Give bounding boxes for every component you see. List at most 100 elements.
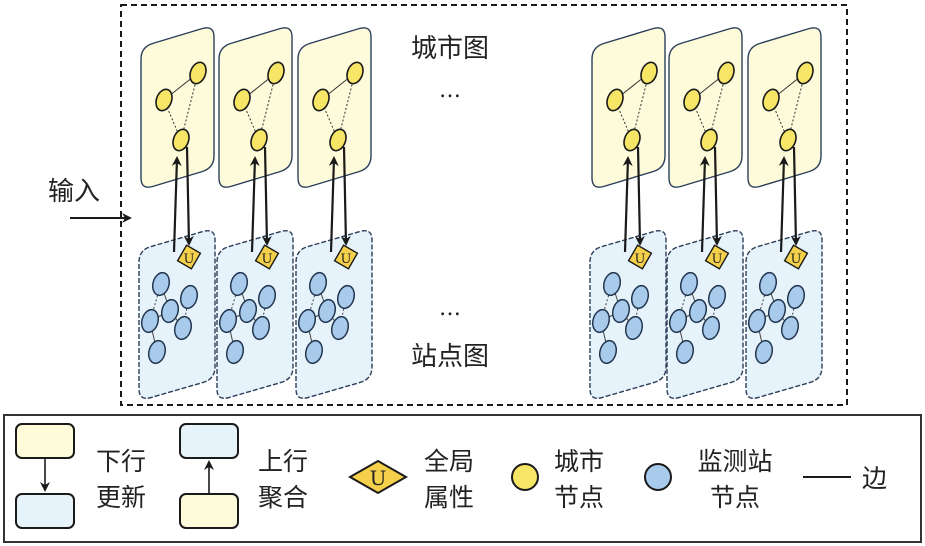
station-node: [598, 339, 618, 365]
legend-city-node-line2: 节点: [554, 483, 604, 512]
city-node: [189, 61, 207, 85]
up-aggregate-arrow: [778, 156, 789, 253]
global-attribute-node: [254, 244, 280, 270]
station-node: [747, 308, 767, 334]
down-update-arrow: [711, 146, 722, 246]
station-node: [308, 271, 328, 297]
station-node: [780, 315, 800, 341]
legend-station-panel-swatch: [15, 493, 75, 529]
station-node: [297, 308, 317, 334]
global-attribute-symbol: U: [791, 252, 802, 267]
station-node: [317, 298, 337, 324]
global-attribute-symbol: U: [635, 252, 646, 267]
graph-column: U: [589, 27, 667, 399]
global-attribute-symbol: U: [262, 252, 273, 267]
station-node: [758, 271, 778, 297]
station-graph-title: 站点图: [411, 342, 489, 372]
city-node-icon: [511, 463, 539, 491]
station-node-icon: [644, 463, 672, 491]
city-node: [796, 61, 814, 85]
down-update-arrow: [634, 146, 645, 246]
station-node: [151, 271, 171, 297]
station-node: [229, 271, 249, 297]
legend-down-update-line1: 下行: [96, 447, 146, 476]
city-node: [762, 88, 780, 112]
city-node: [329, 128, 347, 152]
station-node: [218, 308, 238, 334]
station-ellipsis: …: [439, 296, 461, 321]
city-ellipsis: …: [439, 78, 461, 103]
legend-station-node: 监测站 节点: [644, 447, 773, 512]
down-update-arrow: [340, 146, 351, 246]
legend-global-attribute: U 全局 属性: [347, 447, 474, 512]
up-aggregate-arrow: [249, 156, 260, 253]
station-node: [330, 315, 350, 341]
legend-city-panel-swatch: [15, 423, 75, 459]
station-node: [257, 284, 277, 310]
legend-global-attribute-line1: 全局: [424, 447, 474, 476]
legend-edge-label: 边: [862, 464, 887, 493]
station-node: [602, 271, 622, 297]
city-node: [606, 88, 624, 112]
station-node: [591, 308, 611, 334]
graph-column: U: [666, 27, 744, 399]
station-node: [668, 308, 688, 334]
station-node: [754, 339, 774, 365]
global-attribute-symbol: U: [712, 252, 723, 267]
station-node: [630, 284, 650, 310]
input-label: 输入: [48, 177, 100, 207]
station-node: [336, 284, 356, 310]
global-attribute-symbol: U: [341, 252, 352, 267]
legend-down-update: 下行 更新: [15, 423, 146, 529]
global-attribute-node: [176, 244, 202, 270]
down-update-arrow: [790, 146, 801, 246]
station-node: [251, 315, 271, 341]
station-node: [160, 298, 180, 324]
city-graph-title: 城市图: [411, 34, 489, 64]
station-node: [624, 315, 644, 341]
global-attribute-symbol: U: [370, 466, 387, 490]
station-node: [147, 339, 167, 365]
graph-column: U: [216, 27, 294, 399]
station-node: [688, 298, 708, 324]
city-node: [623, 128, 641, 152]
up-aggregate-arrow: [328, 156, 339, 253]
station-node: [304, 339, 324, 365]
up-aggregate-arrow: [699, 156, 710, 253]
station-node: [767, 298, 787, 324]
graph-column: U: [138, 27, 216, 399]
city-node: [640, 61, 658, 85]
legend-up-aggregate: 上行 聚合: [179, 423, 308, 529]
station-node: [238, 298, 258, 324]
down-update-arrow: [183, 146, 194, 246]
global-attribute-icon: [347, 459, 409, 495]
legend-edge: 边: [803, 464, 887, 493]
main-frame: [120, 4, 848, 406]
city-node: [700, 128, 718, 152]
legend-box: [3, 414, 922, 543]
legend-city-node-line1: 城市: [554, 447, 604, 476]
legend-station-panel-swatch: [179, 423, 239, 459]
station-node: [140, 308, 160, 334]
station-node: [675, 339, 695, 365]
station-node: [701, 315, 721, 341]
legend-up-aggregate-line2: 聚合: [258, 483, 308, 512]
down-update-arrow: [261, 146, 272, 246]
global-attribute-node: [783, 244, 809, 270]
legend-station-node-line1: 监测站: [697, 447, 772, 476]
global-attribute-node: [704, 244, 730, 270]
city-node: [346, 61, 364, 85]
city-node: [233, 88, 251, 112]
global-attribute-symbol: U: [184, 252, 195, 267]
city-node: [312, 88, 330, 112]
up-aggregate-arrow: [622, 156, 633, 253]
city-node: [155, 88, 173, 112]
up-aggregate-arrow: [171, 156, 182, 253]
legend-city-panel-swatch: [179, 493, 239, 529]
city-node: [250, 128, 268, 152]
station-node: [611, 298, 631, 324]
global-attribute-node: [627, 244, 653, 270]
graph-column: U: [295, 27, 373, 399]
city-node: [717, 61, 735, 85]
